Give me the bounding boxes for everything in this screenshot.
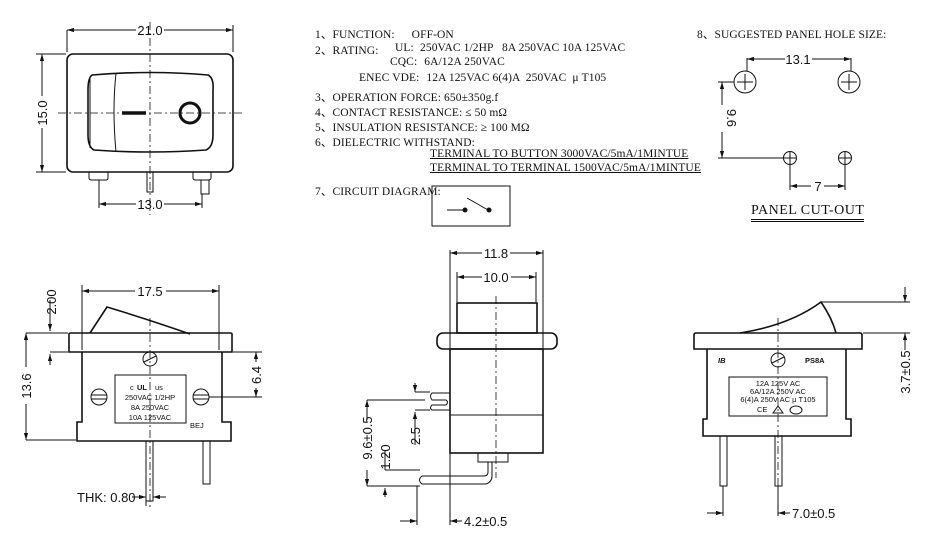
circuit-diagram (431, 185, 511, 227)
dim-body-height: 13.6 (19, 373, 34, 398)
terminal-left (719, 435, 728, 487)
spec-dielectric: 6、DIELECTRIC WITHSTAND: (315, 137, 475, 149)
spec-label: 1、FUNCTION: (315, 29, 395, 41)
spec-rating-ul: 2、RATING: UL: 250VAC 1/2HP 8A 250VAC 10A… (315, 42, 625, 58)
contact-dot-icon (486, 207, 492, 213)
dim-height: 3.7±0.5 (898, 350, 913, 393)
spec-rating-cqc: CQC: 6A/12A 250VAC (390, 56, 505, 68)
cqc-value: 6A/12A 250VAC (424, 56, 505, 68)
circuit-label: 7、CIRCUIT DIAGRAM: (315, 186, 441, 198)
ce-mark-icon: CE (757, 405, 767, 414)
spec-rating-enec: ENEC VDE: 12A 125VAC 6(4)A 250VAC μ T105 (359, 72, 606, 84)
cqc-label: CQC: (390, 56, 418, 68)
dim-screw-offset: 6.4 (249, 366, 264, 384)
terminal-right (774, 435, 783, 487)
dim-pin-gap: 1.20 (378, 444, 393, 469)
enec-value: 12A 125VAC 6(4)A 250VAC μ T105 (426, 72, 607, 84)
bezel-flange (693, 332, 863, 350)
rocker-cap (456, 302, 538, 334)
side-view-left: c UL us 250VAC 1/2HP 8A 250VAC 10A 125VA… (19, 284, 264, 510)
side-view-right: IB PS8A 12A 125V AC 6A/12A 250V AC 6(4)A… (693, 287, 913, 521)
rivet-right-icon (192, 388, 210, 406)
label-c: c (130, 383, 134, 392)
dim-depth: 9.6±0.5 (360, 416, 375, 459)
dim-vertical-spacing: 9.6 (724, 109, 739, 127)
enec-label: ENEC VDE: (359, 72, 420, 84)
rocker-divider (113, 72, 117, 153)
front-view: 21.0 15.0 13.0 (35, 22, 245, 215)
side-view-center: 11.8 10.0 2.5 9.6±0.5 1.20 4.2±0.5 (360, 246, 558, 529)
dim-side-width: 17.5 (137, 284, 162, 299)
code-text: BEJ (190, 421, 204, 430)
label-line: 250VAC 1/2HP (125, 393, 175, 402)
pin-right (192, 172, 212, 181)
dim-front-width: 21.0 (137, 23, 162, 38)
bezel-lip (436, 332, 558, 350)
dim-pin-spacing-right: 7.0±0.5 (792, 506, 835, 521)
dim-pin-spacing: 13.0 (137, 197, 162, 212)
dim-pin-offset: 4.2±0.5 (464, 514, 507, 529)
dim-thickness: THK: 0.80 (77, 490, 136, 505)
dim-hole-spacing-bottom: 7 (814, 179, 821, 194)
rocker-face (87, 71, 214, 153)
panel-cutout-title: PANEL CUT-OUT (751, 203, 865, 222)
pin-left (88, 172, 109, 181)
spec-operation-force: 3、OPERATION FORCE: 650±350g.f (315, 92, 499, 104)
dim-inner-width: 10.0 (483, 270, 508, 285)
terminal-left (145, 440, 154, 502)
rivet-left-icon (90, 388, 108, 406)
dim-rocker-height: 2.00 (44, 289, 59, 314)
model-text: PS8A (805, 356, 825, 365)
tab (430, 392, 450, 411)
switch-body (76, 352, 232, 442)
spec-label: 2、RATING: (315, 45, 379, 57)
rocker-profile (739, 300, 837, 334)
vde-mark-icon (772, 405, 784, 414)
bezel-flange (68, 332, 233, 353)
off-symbol-icon (178, 101, 202, 125)
spec-function: 1、FUNCTION: OFF-ON (315, 26, 454, 42)
circuit-box (431, 185, 511, 227)
dim-front-height: 15.0 (35, 100, 50, 125)
spec-contact-resistance: 4、CONTACT RESISTANCE: ≤ 50 mΩ (315, 107, 508, 119)
spec-insulation-resistance: 5、INSULATION RESISTANCE: ≥ 100 MΩ (315, 122, 530, 134)
cqc-mark-icon (789, 405, 803, 415)
pin-center (146, 171, 154, 193)
ul-label: UL: (395, 42, 414, 54)
panel-cutout: 13.1 9.6 7 (718, 52, 861, 194)
label-line: 6A/12A 250V AC (750, 387, 806, 396)
bent-terminal (419, 462, 493, 485)
contact-dot-icon (462, 207, 468, 213)
panel-hole-label: 8、SUGGESTED PANEL HOLE SIZE: (697, 29, 887, 41)
spec-value: OFF-ON (411, 29, 454, 41)
dim-hole-spacing-top: 13.1 (785, 52, 810, 67)
body-profile (449, 348, 544, 454)
terminal-right (202, 440, 211, 485)
ul-value: 250VAC 1/2HP 8A 250VAC 10A 125VAC (420, 42, 626, 54)
dielectric-line-1: TERMINAL TO BUTTON 3000VAC/5mA/1MINTUE (430, 148, 689, 160)
rocker-profile (89, 306, 191, 335)
brand-logo-icon: IB (718, 356, 726, 365)
rating-label-box (114, 374, 187, 424)
label-line: 8A 250VAC (131, 403, 170, 412)
label-us: us (155, 383, 163, 392)
hole-top-right-icon (837, 70, 861, 94)
switch-lever-icon (466, 197, 489, 211)
dim-outer-width: 11.8 (484, 246, 508, 261)
dim-tab: 2.5 (408, 427, 423, 445)
ul-mark-icon: UL (137, 383, 147, 392)
dielectric-line-2: TERMINAL TO TERMINAL 1500VAC/5mA/1MINTUE (430, 162, 701, 174)
